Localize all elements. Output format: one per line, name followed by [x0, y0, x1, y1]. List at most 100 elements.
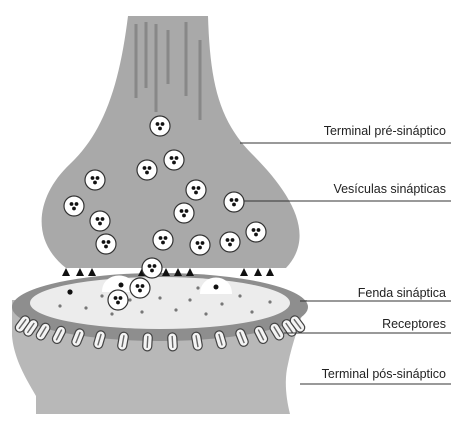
vesicle — [186, 180, 206, 200]
neurotransmitter-dot — [180, 209, 184, 213]
vesicle — [174, 203, 194, 223]
neurotransmitter-dot — [231, 238, 235, 242]
neurotransmitter-dot — [201, 241, 205, 245]
neurotransmitter-dot — [91, 176, 95, 180]
neurotransmitter-dot — [158, 127, 162, 131]
neurotransmitter-dot — [188, 298, 191, 301]
release-triangle — [186, 268, 194, 276]
vesicle-membrane — [174, 203, 194, 223]
vesicle-membrane — [186, 180, 206, 200]
neurotransmitter-dot — [148, 264, 152, 268]
vesicle-membrane — [108, 290, 128, 310]
label-post-terminal: Terminal pós-sináptico — [322, 367, 446, 381]
presynaptic-terminal — [42, 16, 300, 310]
label-pre-terminal: Terminal pré-sináptico — [324, 124, 446, 138]
neurotransmitter-dot — [238, 294, 241, 297]
vesicle — [108, 290, 128, 310]
neurotransmitter-dot — [268, 300, 271, 303]
vesicle — [85, 170, 105, 190]
vesicle — [153, 230, 173, 250]
vesicle-membrane — [130, 278, 150, 298]
release-triangle — [76, 268, 84, 276]
neurotransmitter-dot — [196, 286, 199, 289]
neurotransmitter-dot — [196, 241, 200, 245]
vesicle-membrane — [190, 235, 210, 255]
vesicle — [190, 235, 210, 255]
vesicle-membrane — [64, 196, 84, 216]
neurotransmitter-dot — [161, 122, 165, 126]
vesicle-membrane — [85, 170, 105, 190]
neurotransmitter-dot — [136, 284, 140, 288]
label-cleft: Fenda sináptica — [358, 286, 446, 300]
fusion-dot — [119, 283, 124, 288]
fusion-dot — [214, 285, 219, 290]
neurotransmitter-dot — [226, 238, 230, 242]
neurotransmitter-dot — [228, 243, 232, 247]
neurotransmitter-dot — [119, 296, 123, 300]
neurotransmitter-dot — [257, 228, 261, 232]
neurotransmitter-dot — [194, 191, 198, 195]
neurotransmitter-dot — [93, 181, 97, 185]
neurotransmitter-dot — [107, 240, 111, 244]
neurotransmitter-dot — [148, 166, 152, 170]
neurotransmitter-dot — [104, 245, 108, 249]
neurotransmitter-dot — [198, 246, 202, 250]
vesicle — [246, 222, 266, 242]
neurotransmitter-dot — [114, 296, 118, 300]
neurotransmitter-dot — [175, 156, 179, 160]
release-triangle — [88, 268, 96, 276]
neurotransmitter-dot — [96, 217, 100, 221]
vesicle-membrane — [96, 234, 116, 254]
release-triangle — [240, 268, 248, 276]
vesicle — [130, 278, 150, 298]
neurotransmitter-dot — [197, 186, 201, 190]
release-sites — [62, 268, 274, 276]
label-receptors: Receptores — [382, 317, 446, 331]
vesicle-membrane — [224, 192, 244, 212]
receptor — [167, 333, 177, 351]
neurotransmitter-dot — [67, 289, 72, 294]
receptor-channel — [147, 336, 148, 348]
receptor-channel — [172, 336, 173, 348]
neurotransmitter-dot — [128, 298, 131, 301]
neurotransmitter-dot — [153, 264, 157, 268]
neurotransmitter-dot — [145, 171, 149, 175]
vesicle-membrane — [150, 116, 170, 136]
release-triangle — [162, 268, 170, 276]
neurotransmitter-dot — [230, 198, 234, 202]
neurotransmitter-dot — [116, 301, 120, 305]
neurotransmitter-dot — [138, 289, 142, 293]
neurotransmitter-dot — [232, 203, 236, 207]
neurotransmitter-dot — [158, 296, 161, 299]
neurotransmitter-dot — [70, 202, 74, 206]
vesicle — [164, 150, 184, 170]
neurotransmitter-dot — [143, 166, 147, 170]
neurotransmitter-dot — [235, 198, 239, 202]
vesicle-membrane — [142, 258, 162, 278]
neurotransmitter-dot — [172, 161, 176, 165]
neurotransmitter-dot — [192, 186, 196, 190]
synaptic-cleft — [30, 277, 290, 329]
release-triangle — [266, 268, 274, 276]
neurotransmitter-dot — [141, 284, 145, 288]
neurotransmitter-dot — [182, 214, 186, 218]
neurotransmitter-dot — [72, 207, 76, 211]
neurotransmitter-dot — [174, 308, 177, 311]
neurotransmitter-dot — [161, 241, 165, 245]
vesicle — [150, 116, 170, 136]
neurotransmitter-dot — [204, 312, 207, 315]
vesicle-membrane — [164, 150, 184, 170]
vesicle — [142, 258, 162, 278]
release-triangle — [174, 268, 182, 276]
neurotransmitter-dot — [96, 176, 100, 180]
neurotransmitter-dot — [164, 236, 168, 240]
vesicle-membrane — [220, 232, 240, 252]
neurotransmitter-dot — [140, 310, 143, 313]
neurotransmitter-dot — [254, 233, 258, 237]
neurotransmitter-dot — [98, 222, 102, 226]
vesicle-membrane — [153, 230, 173, 250]
neurotransmitter-dot — [250, 310, 253, 313]
vesicle-membrane — [90, 211, 110, 231]
neurotransmitter-dot — [110, 312, 113, 315]
